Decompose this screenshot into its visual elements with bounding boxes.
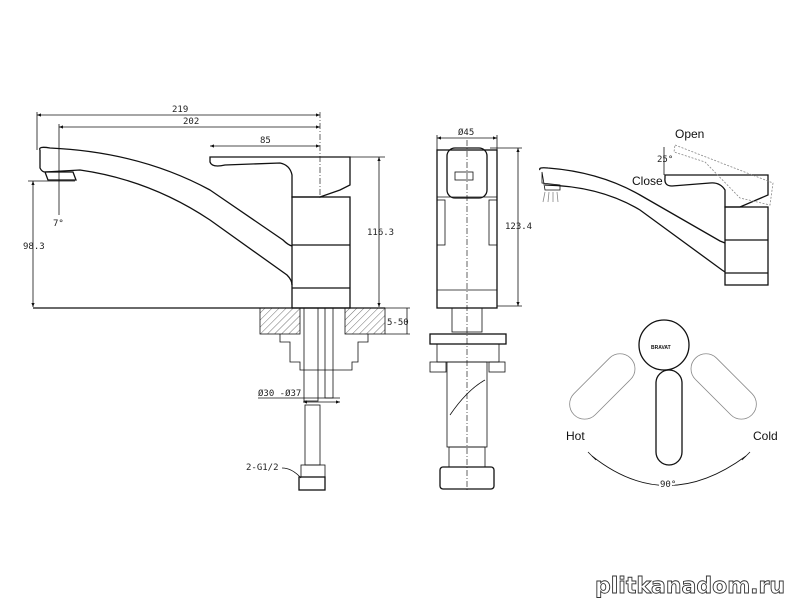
open-label: Open	[675, 127, 704, 141]
hot-label: Hot	[566, 429, 585, 443]
rotation-angle: 90°	[660, 480, 676, 490]
countertop-left	[259, 307, 301, 335]
cold-label: Cold	[753, 429, 778, 443]
aerator	[39, 150, 77, 181]
front-view: Ø45 123.4	[429, 127, 532, 490]
brand-logo: BRAVAT	[651, 345, 671, 351]
dim-angle: 7°	[53, 219, 64, 229]
dim-total-height: 116.3	[367, 228, 394, 238]
dim-spout-length: 202	[183, 117, 199, 127]
operation-view: Open Close 25° BRAVAT Hot Cold 90°	[539, 127, 778, 492]
watermark: plitkanadom.ru	[595, 574, 785, 599]
spout	[39, 146, 293, 286]
body	[291, 196, 351, 309]
dim-spout-height: 98.3	[23, 242, 45, 252]
dim-hole-diameter: Ø30 -Ø37	[258, 388, 301, 399]
hose-nut	[298, 476, 326, 491]
dim-front-height: 123.4	[505, 222, 532, 232]
lift-angle: 25°	[657, 155, 673, 165]
dim-body-diameter: Ø45	[458, 127, 474, 138]
countertop-right	[344, 307, 386, 335]
handle	[209, 156, 351, 198]
dim-total-length: 219	[172, 105, 188, 115]
dim-counter-thickness: 5-50	[387, 318, 409, 328]
dim-handle-length: 85	[260, 136, 271, 146]
handle-top-view: BRAVAT	[569, 319, 757, 466]
close-label: Close	[632, 174, 663, 188]
side-view: 219 202 85 116.3 98.3 7° 5-50 Ø30 -Ø37 2…	[23, 105, 410, 491]
dim-connection: 2-G1/2	[246, 463, 279, 473]
